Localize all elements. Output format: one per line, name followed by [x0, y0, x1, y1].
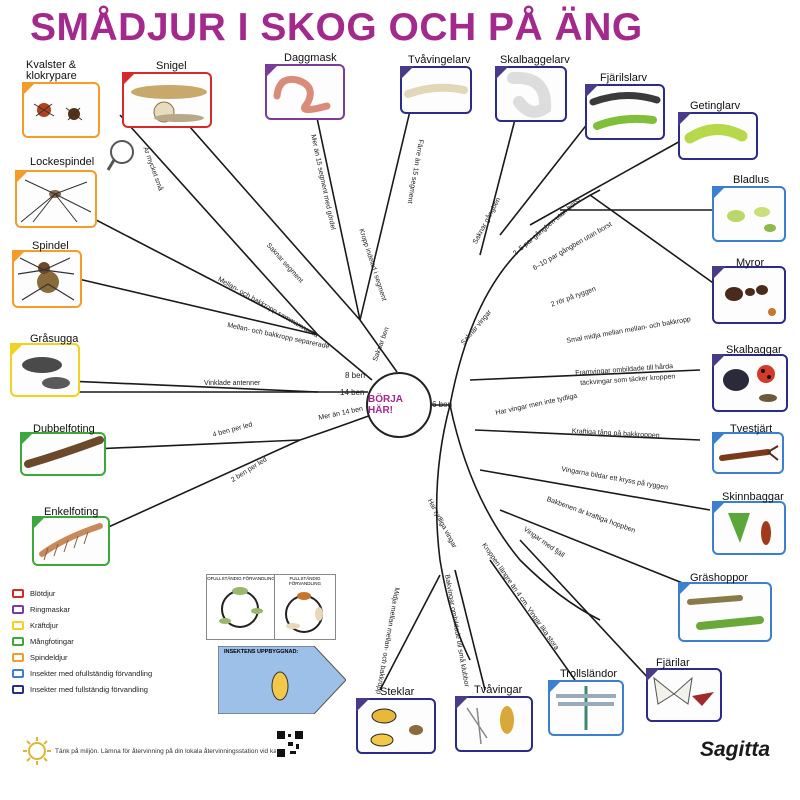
card-dubbelfoting-label: Dubbelfoting — [33, 423, 95, 435]
card-steklar[interactable] — [356, 698, 436, 754]
mite-icon — [33, 103, 83, 121]
card-dubbelfoting[interactable] — [20, 432, 106, 476]
butterfly-icon — [653, 676, 714, 706]
card-kvalster-label: Kvalster & klokrypare — [26, 59, 77, 82]
brand-logo: Sagitta — [699, 738, 770, 761]
beetle-larva-icon — [507, 71, 552, 118]
panel-uppbyggnad: INSEKTENS UPPBYGGNAD: — [218, 646, 346, 714]
arrow-shape — [218, 646, 346, 714]
earwig-icon — [719, 445, 779, 461]
legend: Blötdjur Ringmaskar Kräftdjur Mångfoting… — [12, 585, 152, 697]
earthworm-icon — [273, 75, 331, 113]
card-spindel[interactable] — [12, 250, 82, 308]
card-myror[interactable] — [712, 266, 786, 324]
card-bladlus-label: Bladlus — [733, 174, 770, 186]
card-myror-label: Myror — [736, 257, 765, 269]
grasshopper-icon — [687, 595, 764, 630]
page-title: SMÅDJUR I SKOG OCH PÅ ÄNG — [30, 6, 643, 49]
card-grasugga[interactable] — [10, 343, 80, 397]
card-tvavingar-label: Tvåvingar — [474, 684, 523, 696]
centipede-icon — [39, 523, 103, 561]
harvestman-icon — [20, 179, 92, 223]
millipede-icon — [24, 436, 104, 468]
cycle-icon — [219, 587, 263, 628]
card-kvalster[interactable] — [22, 82, 100, 138]
card-grashoppor-label: Gräshoppor — [690, 572, 749, 584]
legend-item: Kräftdjur — [12, 617, 152, 633]
sawfly-larva-icon — [684, 124, 748, 144]
card-tvavingelarv-label: Tvåvingelarv — [408, 54, 471, 66]
aphid-icon — [727, 207, 776, 232]
shieldbug-icon — [728, 513, 771, 545]
card-skalbaggelarv[interactable] — [495, 66, 567, 122]
legend-item: Mångfotingar — [12, 633, 152, 649]
card-skalbaggar[interactable] — [712, 354, 788, 412]
spider-icon — [17, 257, 75, 301]
card-fjarilar[interactable] — [646, 668, 722, 722]
fly-larva-icon — [404, 83, 468, 98]
card-lockespindel-label: Lockespindel — [30, 156, 95, 168]
arc-lower — [435, 404, 471, 661]
recycle-sun-icon — [23, 737, 51, 765]
card-enkelfoting-label: Enkelfoting — [44, 506, 99, 518]
legend-item: Insekter med fullständig förvandling — [12, 681, 152, 697]
dragonfly-icon — [556, 686, 616, 730]
branch-label-8ben: 8 ben — [345, 371, 366, 380]
panel-fullstandig: FULLSTÄNDIG FÖRVANDLING — [274, 574, 336, 640]
card-skalbaggelarv-label: Skalbaggelarv — [500, 54, 570, 66]
card-snigel[interactable] — [122, 72, 212, 128]
card-enkelfoting[interactable] — [32, 516, 110, 566]
card-tvavingar[interactable] — [455, 696, 533, 752]
footer-text: Tänk på miljön. Lämna för återvinning på… — [55, 748, 300, 755]
legend-item: Insekter med ofullständig förvandling — [12, 665, 152, 681]
card-steklar-label: Steklar — [380, 686, 415, 698]
card-fjarilslarv-label: Fjärilslarv — [600, 72, 648, 84]
card-getinglarv-label: Getinglarv — [690, 100, 741, 112]
card-grashoppor[interactable] — [678, 582, 772, 642]
card-grasugga-label: Gråsugga — [30, 333, 79, 345]
card-daggmask[interactable] — [265, 64, 345, 120]
legend-item: Spindeldjur — [12, 649, 152, 665]
card-skalbaggar-label: Skalbaggar — [726, 344, 782, 356]
card-spindel-label: Spindel — [32, 240, 69, 252]
start-node: BÖRJA HÄR! — [366, 372, 432, 438]
caterpillar-icon — [589, 91, 661, 130]
card-fjarilslarv[interactable] — [585, 84, 665, 140]
legend-item: Blötdjur — [12, 585, 152, 601]
branch-label-6ben: 6 ben — [432, 400, 453, 409]
card-trollslandor-label: Trollsländor — [560, 668, 618, 680]
arc-lower-right — [449, 404, 601, 621]
card-fjarilar-label: Fjärilar — [656, 657, 690, 669]
card-daggmask-label: Daggmask — [284, 52, 337, 64]
card-tvavingelarv[interactable] — [400, 66, 472, 114]
card-lockespindel[interactable] — [15, 170, 97, 228]
branch-saknar-ben — [359, 319, 398, 373]
snail-icon — [131, 85, 207, 123]
card-skinnbaggar[interactable] — [712, 501, 786, 555]
arc-upper-right — [449, 189, 601, 406]
woodlouse-icon — [22, 357, 70, 389]
card-tvestjart-label: Tvestjärt — [730, 423, 773, 435]
branch-label-vinklade: Vinklade antenner — [204, 380, 261, 387]
card-skinnbaggar-label: Skinnbaggar — [722, 491, 784, 503]
card-bladlus[interactable] — [712, 186, 786, 242]
branch-label-14ben: 14 ben — [340, 388, 365, 397]
card-getinglarv[interactable] — [678, 112, 758, 160]
qr-code-icon — [276, 730, 304, 758]
card-snigel-label: Snigel — [156, 60, 187, 72]
wasp-icon — [370, 708, 423, 747]
fly-icon — [466, 706, 514, 745]
magnifier-icon — [106, 140, 134, 171]
panel-ofullstandig: OFULLSTÄNDIG FÖRVANDLING — [206, 574, 276, 640]
legend-item: Ringmaskar — [12, 601, 152, 617]
card-tvestjart[interactable] — [712, 432, 784, 474]
cycle-icon — [285, 592, 323, 633]
ant-icon — [725, 285, 776, 316]
card-trollslandor[interactable] — [548, 680, 624, 736]
branch-mer14 — [299, 413, 375, 441]
beetle-icon — [723, 365, 777, 402]
branch-8ben — [317, 334, 373, 381]
